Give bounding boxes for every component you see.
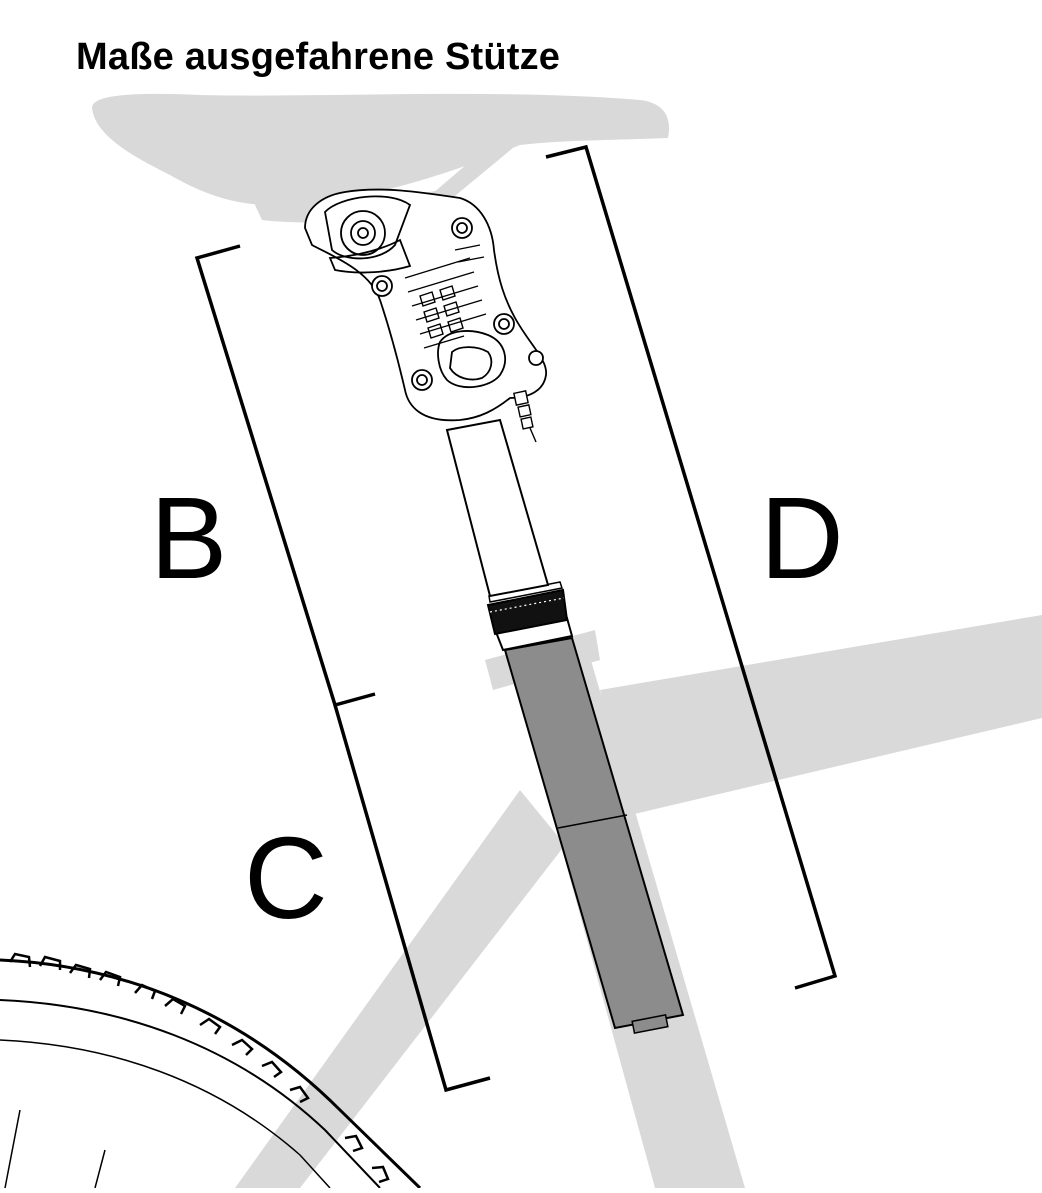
dimension-bracket-c [333, 704, 491, 1093]
dimension-label-d: D [760, 473, 844, 603]
dimension-bracket-b [194, 244, 376, 708]
tire [0, 952, 422, 1190]
dimension-label-b: B [150, 473, 228, 603]
seatpost-head [304, 188, 547, 443]
seatpost-stanchion [445, 418, 550, 598]
seatpost-lower-tube [503, 636, 685, 1035]
dimension-label-c: C [244, 813, 328, 943]
dimension-bracket-d [545, 144, 838, 990]
page-title: Maße ausgefahrene Stütze [76, 36, 561, 78]
top-tube [600, 615, 1042, 815]
seatpost-collar [486, 581, 574, 652]
